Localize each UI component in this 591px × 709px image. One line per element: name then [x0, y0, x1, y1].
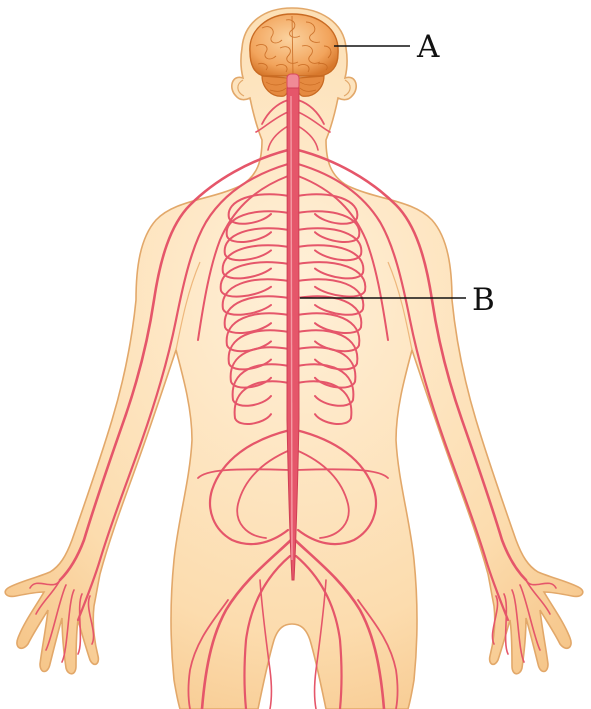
leg-nerve-left — [243, 554, 292, 709]
leg-nerve-left — [187, 599, 229, 709]
arm-nerve-right — [296, 148, 528, 582]
hand-nerve-right — [519, 584, 541, 651]
cervical-nerve — [267, 125, 289, 151]
spinal-cord-highlight — [290, 95, 293, 561]
intercostal-nerve-right — [296, 329, 359, 371]
cranial-nerve — [255, 111, 289, 133]
label-b-group: B — [300, 282, 495, 318]
lumbar-nerve-right — [294, 428, 378, 546]
ear-right — [343, 79, 351, 97]
intercostal-nerve-left — [229, 346, 290, 389]
intercostal-nerve-left — [219, 261, 290, 298]
intercostal-nerve-left — [227, 329, 290, 371]
intercostal-nerve-right — [296, 380, 353, 425]
cranial-nerve — [297, 99, 325, 125]
arm-inner-contour-right — [387, 261, 413, 351]
leg-nerve-left — [259, 579, 273, 709]
arm-nerve-right — [297, 175, 389, 341]
lumbar-nerve-right — [295, 449, 350, 539]
arm-nerve-right — [296, 162, 510, 622]
intercostal-nerve-right — [296, 346, 357, 389]
hand-nerve-right — [525, 579, 551, 615]
brain — [249, 13, 339, 97]
leg-nerve-right — [357, 599, 399, 709]
cervical-nerve — [297, 125, 319, 151]
intercostal-nerve-right — [296, 363, 355, 407]
lumbar-nerve-right — [296, 468, 389, 479]
cranial-nerve — [297, 111, 331, 133]
label-a: A — [416, 29, 440, 65]
hand-nerve-left — [45, 584, 67, 651]
lumbar-nerve-left — [197, 468, 290, 479]
leg-nerve-right — [294, 554, 343, 709]
intercostal-nerve-right — [296, 193, 359, 225]
leg-nerve-right — [293, 538, 386, 709]
ear-left — [237, 79, 245, 97]
intercostal-nerve-left — [221, 278, 290, 316]
label-a-group: A — [334, 29, 440, 65]
hand-nerve-left — [35, 579, 61, 615]
hand-nerve-right — [491, 595, 499, 645]
intercostal-nerve-right — [296, 227, 363, 262]
spinal-cord-body — [286, 87, 300, 581]
arm-nerve-left — [76, 162, 290, 622]
leg-nerve-right — [313, 579, 327, 709]
hand-nerve-right — [503, 593, 509, 655]
hand-nerve-right — [511, 589, 525, 663]
lumbar-nerve-left — [208, 428, 292, 546]
intercostal-nerve-right — [296, 261, 367, 298]
cerebrum — [249, 13, 339, 77]
cranial-nerve — [261, 99, 289, 125]
arm-nerve-left — [197, 175, 289, 341]
intercostal-nerve-left — [221, 244, 290, 280]
intercostal-nerve-right — [296, 244, 365, 280]
hand-nerve-left — [87, 595, 95, 645]
lumbar-nerve-left — [236, 449, 291, 539]
peripheral-nerves — [29, 99, 557, 709]
intercostal-nerve-left — [225, 210, 290, 243]
hand-nerve-left — [77, 593, 83, 655]
cerebellum-folia — [265, 81, 321, 92]
spinal-cord — [286, 87, 300, 581]
intercostal-nerve-right — [296, 278, 365, 316]
hand-nerve-left — [61, 589, 75, 663]
intercostal-nerve-left — [223, 227, 290, 262]
intercostal-nerve-left — [233, 380, 290, 425]
intercostal-nerve-left — [227, 193, 290, 225]
arm-inner-contour-left — [175, 261, 201, 351]
arm-nerve-left — [58, 148, 290, 582]
label-b: B — [472, 282, 495, 318]
brain-gyri — [255, 15, 332, 77]
leg-nerve-left — [200, 538, 293, 709]
intercostal-nerve-right — [296, 210, 361, 243]
intercostal-nerve-left — [231, 363, 290, 407]
